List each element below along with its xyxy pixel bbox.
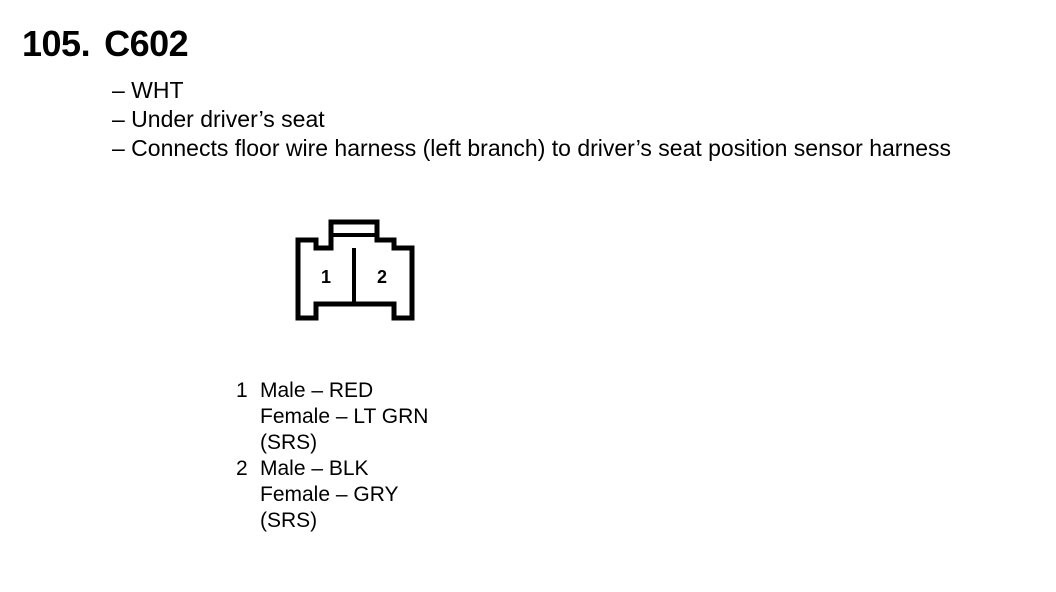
item-number: 105. — [22, 23, 91, 64]
cavity-label-2: 2 — [377, 267, 387, 287]
connector-face-diagram: 1 2 — [295, 219, 415, 321]
pin-entry-1: 1 Male – RED Female – LT GRN (SRS) — [236, 378, 428, 456]
pin-male-wire: Male – RED — [260, 379, 374, 402]
pin-male-wire: Male – BLK — [260, 457, 369, 480]
cavity-label-1: 1 — [321, 267, 331, 287]
pin-system: (SRS) — [260, 509, 318, 532]
pin-system: (SRS) — [260, 431, 318, 454]
pin-female-wire: Female – GRY — [260, 483, 399, 506]
pin-entry-2: 2 Male – BLK Female – GRY (SRS) — [236, 456, 428, 534]
detail-connection: – Connects floor wire harness (left bran… — [112, 135, 952, 161]
pin-number: 2 — [236, 457, 248, 480]
connector-id: C602 — [104, 23, 189, 64]
pin-female-wire: Female – LT GRN — [260, 405, 429, 428]
pin-assignments: 1 Male – RED Female – LT GRN (SRS) 2 Mal… — [236, 378, 428, 534]
connector-details: – WHT – Under driver’s seat – Connects f… — [112, 76, 951, 163]
detail-location: – Under driver’s seat — [112, 106, 325, 132]
pin-number: 1 — [236, 379, 248, 402]
connector-housing — [295, 219, 415, 321]
connector-heading: 105. C602 — [22, 22, 189, 66]
detail-color: – WHT — [112, 77, 184, 103]
